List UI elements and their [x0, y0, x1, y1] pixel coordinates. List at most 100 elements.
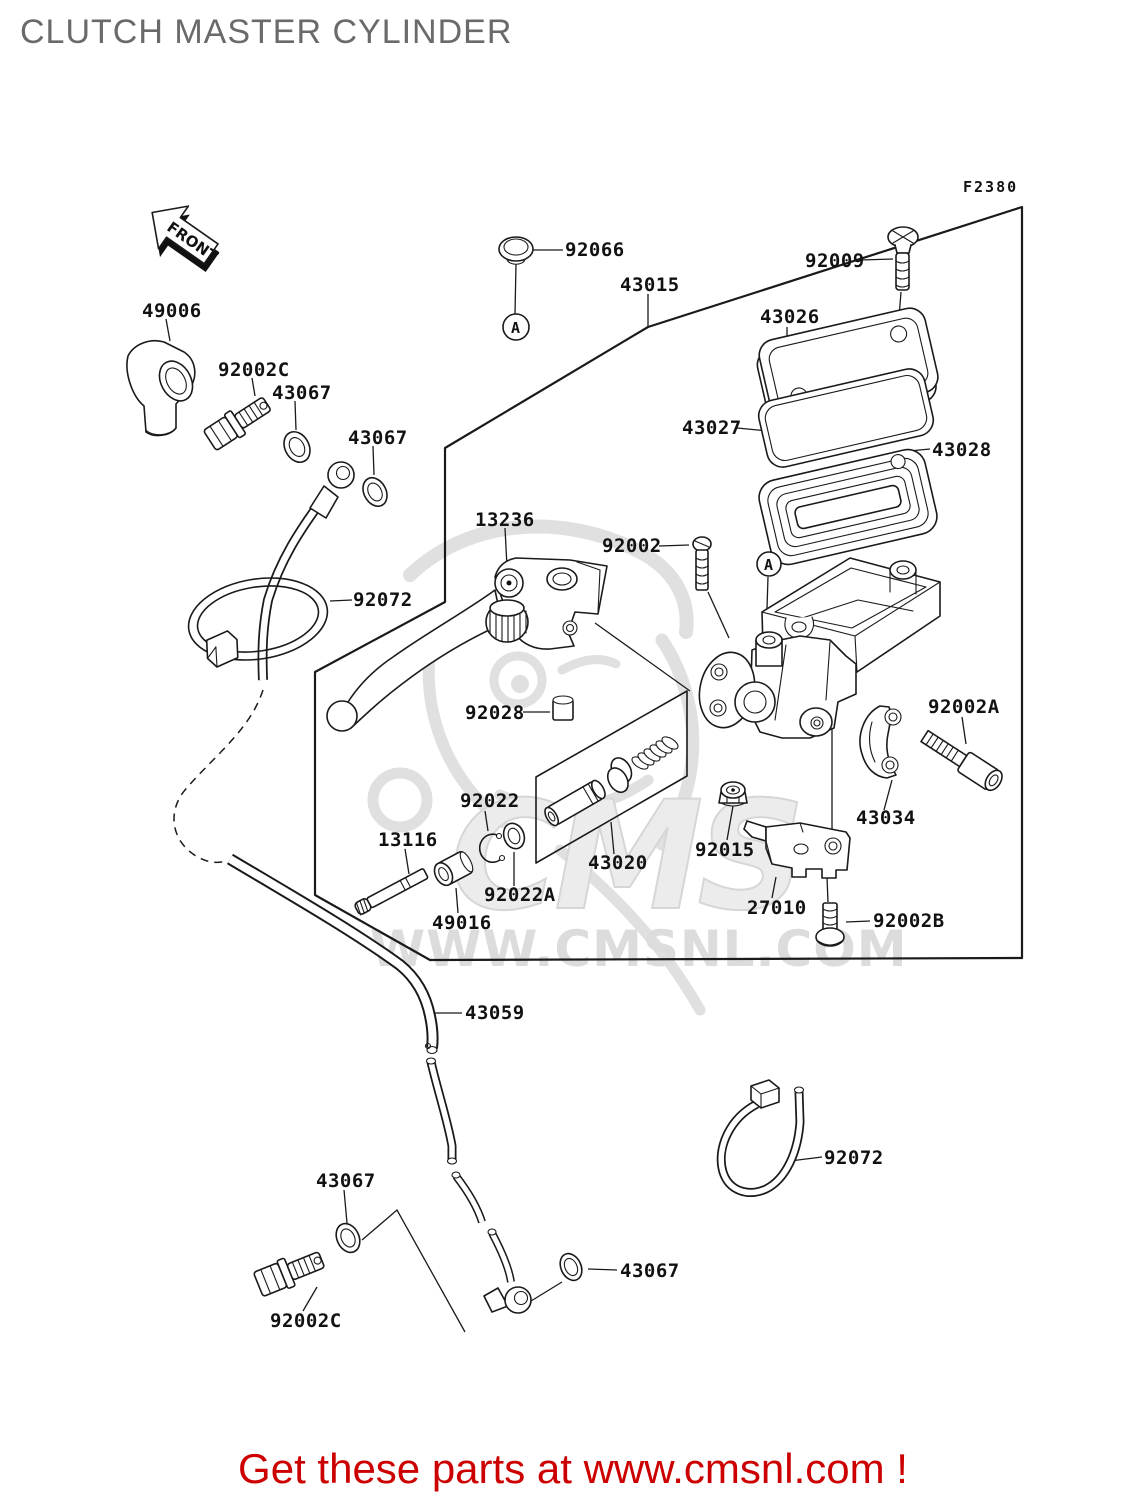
leader-line: [845, 920, 871, 923]
part-label-27010: 27010: [747, 897, 807, 919]
leader-line: [484, 810, 489, 832]
lever-ball-end: [326, 700, 358, 732]
part-43034-clamp: [859, 705, 902, 779]
part-label-43067-3: 43067: [316, 1170, 376, 1192]
leader-line: [343, 1189, 348, 1224]
part-label-92022a: 92022A: [484, 884, 556, 906]
part-label-92002c-bottom: 92002C: [270, 1310, 342, 1332]
part-49006-boot: [126, 340, 196, 437]
part-label-13116: 13116: [378, 829, 438, 851]
front-arrow: FRONT: [151, 205, 222, 272]
part-label-92028: 92028: [465, 702, 525, 724]
part-92002c-bolt-bottom: [253, 1251, 325, 1297]
part-label-92022: 92022: [460, 790, 520, 812]
part-label-43067-2: 43067: [348, 427, 408, 449]
part-43067-washer-2: [362, 476, 388, 508]
kit-cup-seal: [606, 757, 633, 794]
leader-line: [883, 779, 893, 811]
part-92022-circlip: [478, 832, 506, 863]
leader-line: [726, 805, 734, 841]
part-92028-bushing: [552, 695, 574, 721]
part-label-13236: 13236: [475, 509, 535, 531]
part-43067-washer-4: [559, 1252, 583, 1282]
leader-line: [826, 876, 829, 903]
leader-line: [594, 622, 691, 692]
front-arrow-body: [151, 205, 219, 265]
part-43027-gasket: [757, 368, 935, 468]
leader-line: [302, 1286, 318, 1312]
leader-line: [294, 400, 297, 431]
part-label-49016: 49016: [432, 912, 492, 934]
part-label-43020: 43020: [588, 852, 648, 874]
leader-line: [165, 318, 171, 342]
leader-line: [771, 876, 777, 899]
leader-line: [361, 1208, 466, 1333]
leader-line: [859, 258, 894, 261]
kit-piston: [544, 779, 606, 827]
leader-line: [404, 848, 410, 875]
part-43028-diaphragm: [758, 448, 938, 566]
part-92072-band-top: [187, 577, 329, 668]
part-92002b-screw: [815, 902, 845, 947]
hose-banjo-fitting-top: [309, 461, 355, 519]
part-92066-plug: [498, 236, 534, 265]
part-43059-hose-assembly: [173, 461, 532, 1314]
kit-spring: [631, 736, 679, 770]
part-92002c-bolt-top: [203, 397, 271, 451]
part-49016-cup-set: [433, 850, 474, 887]
leader-line: [961, 716, 967, 745]
part-13236-lever-assembly: [326, 557, 608, 732]
part-number-labels: 92066 43015 92009 43026 43027 43028 4900…: [142, 239, 1000, 1332]
diagram-border: [313, 205, 1024, 962]
part-label-92009: 92009: [805, 250, 865, 272]
part-label-43027: 43027: [682, 417, 742, 439]
part-label-92072-bottom: 92072: [824, 1147, 884, 1169]
part-43067-washer-1: [283, 430, 311, 464]
part-92022a-washer: [502, 822, 526, 850]
part-92015-nut: [718, 781, 748, 807]
part-label-43067-4: 43067: [620, 1260, 680, 1282]
part-label-43059: 43059: [465, 1002, 525, 1024]
diagram-code: F2380: [963, 178, 1018, 196]
hose-banjo-fitting-bottom: [483, 1286, 532, 1314]
leader-line: [707, 591, 730, 639]
detail-marker-a-body-label: A: [764, 556, 773, 574]
part-label-43067-1: 43067: [272, 382, 332, 404]
part-43067-washer-3: [335, 1222, 361, 1254]
leader-line: [455, 887, 459, 914]
part-label-92002: 92002: [602, 535, 662, 557]
part-92002-screw: [692, 536, 712, 591]
leader-line: [372, 445, 375, 476]
part-label-92066: 92066: [565, 239, 625, 261]
part-13116-push-rod: [354, 868, 429, 916]
detail-marker-a-top-label: A: [511, 319, 520, 337]
part-label-92002b: 92002B: [873, 910, 945, 932]
leader-line: [329, 599, 353, 602]
part-label-43026: 43026: [760, 306, 820, 328]
page-title: CLUTCH MASTER CYLINDER: [20, 13, 512, 51]
kit-outline-box: [535, 690, 688, 864]
leader-line: [251, 377, 256, 397]
part-label-43015: 43015: [620, 274, 680, 296]
part-92009-screw: [887, 226, 919, 291]
part-92072-tie-bottom: [716, 1079, 805, 1197]
part-label-92015: 92015: [695, 839, 755, 861]
leader-lines: [165, 249, 967, 1333]
part-label-49006: 49006: [142, 300, 202, 322]
part-label-92002c-top: 92002C: [218, 359, 290, 381]
detail-marker-a-body: A: [756, 551, 782, 577]
watermark-url-text: WWW.CMSNL.COM: [370, 920, 908, 978]
leader-line: [530, 1281, 563, 1302]
detail-marker-a-top: A: [502, 313, 530, 341]
part-label-92002a: 92002A: [928, 696, 1000, 718]
part-43020-piston-kit: [535, 690, 688, 864]
leader-line: [610, 821, 615, 855]
leader-line: [587, 1268, 618, 1271]
leader-line: [658, 544, 690, 547]
part-label-92072-top: 92072: [353, 589, 413, 611]
part-master-cylinder-body: [698, 631, 857, 739]
part-label-43034: 43034: [856, 807, 916, 829]
leader-line: [514, 263, 517, 315]
